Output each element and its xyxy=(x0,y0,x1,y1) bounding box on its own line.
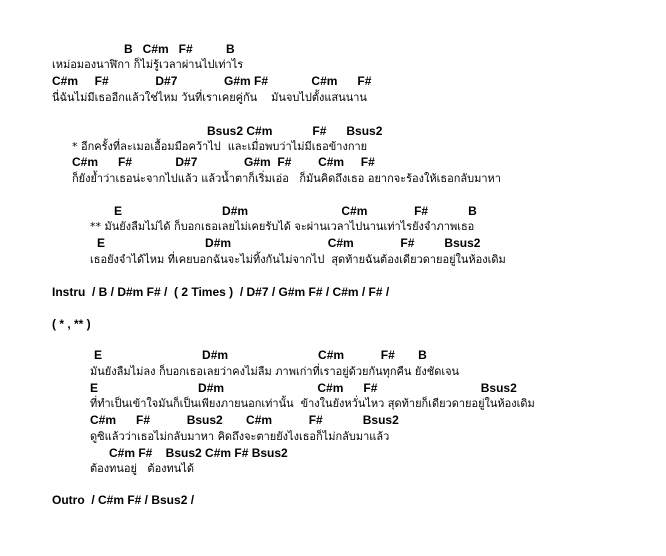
prechorus-chords-1: Bsus2 C#m F# Bsus2 xyxy=(207,124,383,138)
chorus2-chords-4: C#m F# Bsus2 C#m F# Bsus2 xyxy=(109,446,288,460)
chorus2-lyrics-1: มันยังลืมไม่ลง ก็บอกเธอเลยว่าคงไม่ลืม ภา… xyxy=(90,365,460,378)
prechorus-lyrics-1: * อีกครั้งที่ละเมอเอื้อมมือคว้าไป และเมื… xyxy=(72,140,368,153)
verse1-chords-2: C#m F# D#7 G#m F# C#m F# xyxy=(52,74,372,88)
verse1-lyrics-1: เหม่อมองนาฬิกา ก็ไม่รู้เวลาผ่านไปเท่าไร xyxy=(52,58,244,71)
chorus1-lyrics-1: ** มันยังลืมไม่ได้ ก็บอกเธอเลยไม่เคยรับไ… xyxy=(90,220,475,233)
chorus1-lyrics-2: เธอยังจำได้ไหม ที่เคยบอกฉันจะไม่ทิ้งกันไ… xyxy=(90,253,506,266)
prechorus-lyrics-2: ก็ยังย้ำว่าเธอน่ะจากไปแล้ว แล้วน้ำตาก็เร… xyxy=(72,172,501,185)
outro-line: Outro / C#m F# / Bsus2 / xyxy=(52,493,195,507)
instru-line: Instru / B / D#m F# / ( 2 Times ) / D#7 … xyxy=(52,285,390,299)
chorus2-chords-1: E D#m C#m F# B xyxy=(94,348,427,362)
repeat-marker: ( * , ** ) xyxy=(52,317,91,331)
chorus2-lyrics-2: ที่ทำเป็นเข้าใจมันก็เป็นเพียงภายนอกเท่าน… xyxy=(90,397,535,410)
chorus1-chords-1: E D#m C#m F# B xyxy=(114,204,477,218)
chorus2-lyrics-4: ต้องทนอยู่ ต้องทนได้ xyxy=(90,462,195,475)
chorus2-chords-2: E D#m C#m F# Bsus2 xyxy=(90,381,517,395)
verse1-lyrics-2: นี่ฉันไม่มีเธออีกแล้วใช่ไหม วันที่เราเคย… xyxy=(52,91,367,104)
chorus1-chords-2: E D#m C#m F# Bsus2 xyxy=(97,236,481,250)
chorus2-lyrics-3: ดูซิแล้วว่าเธอไม่กลับมาหา คิดถึงจะตายยัง… xyxy=(90,430,390,443)
verse1-chords-1: B C#m F# B xyxy=(124,42,235,56)
chorus2-chords-3: C#m F# Bsus2 C#m F# Bsus2 xyxy=(90,413,399,427)
prechorus-chords-2: C#m F# D#7 G#m F# C#m F# xyxy=(72,155,375,169)
